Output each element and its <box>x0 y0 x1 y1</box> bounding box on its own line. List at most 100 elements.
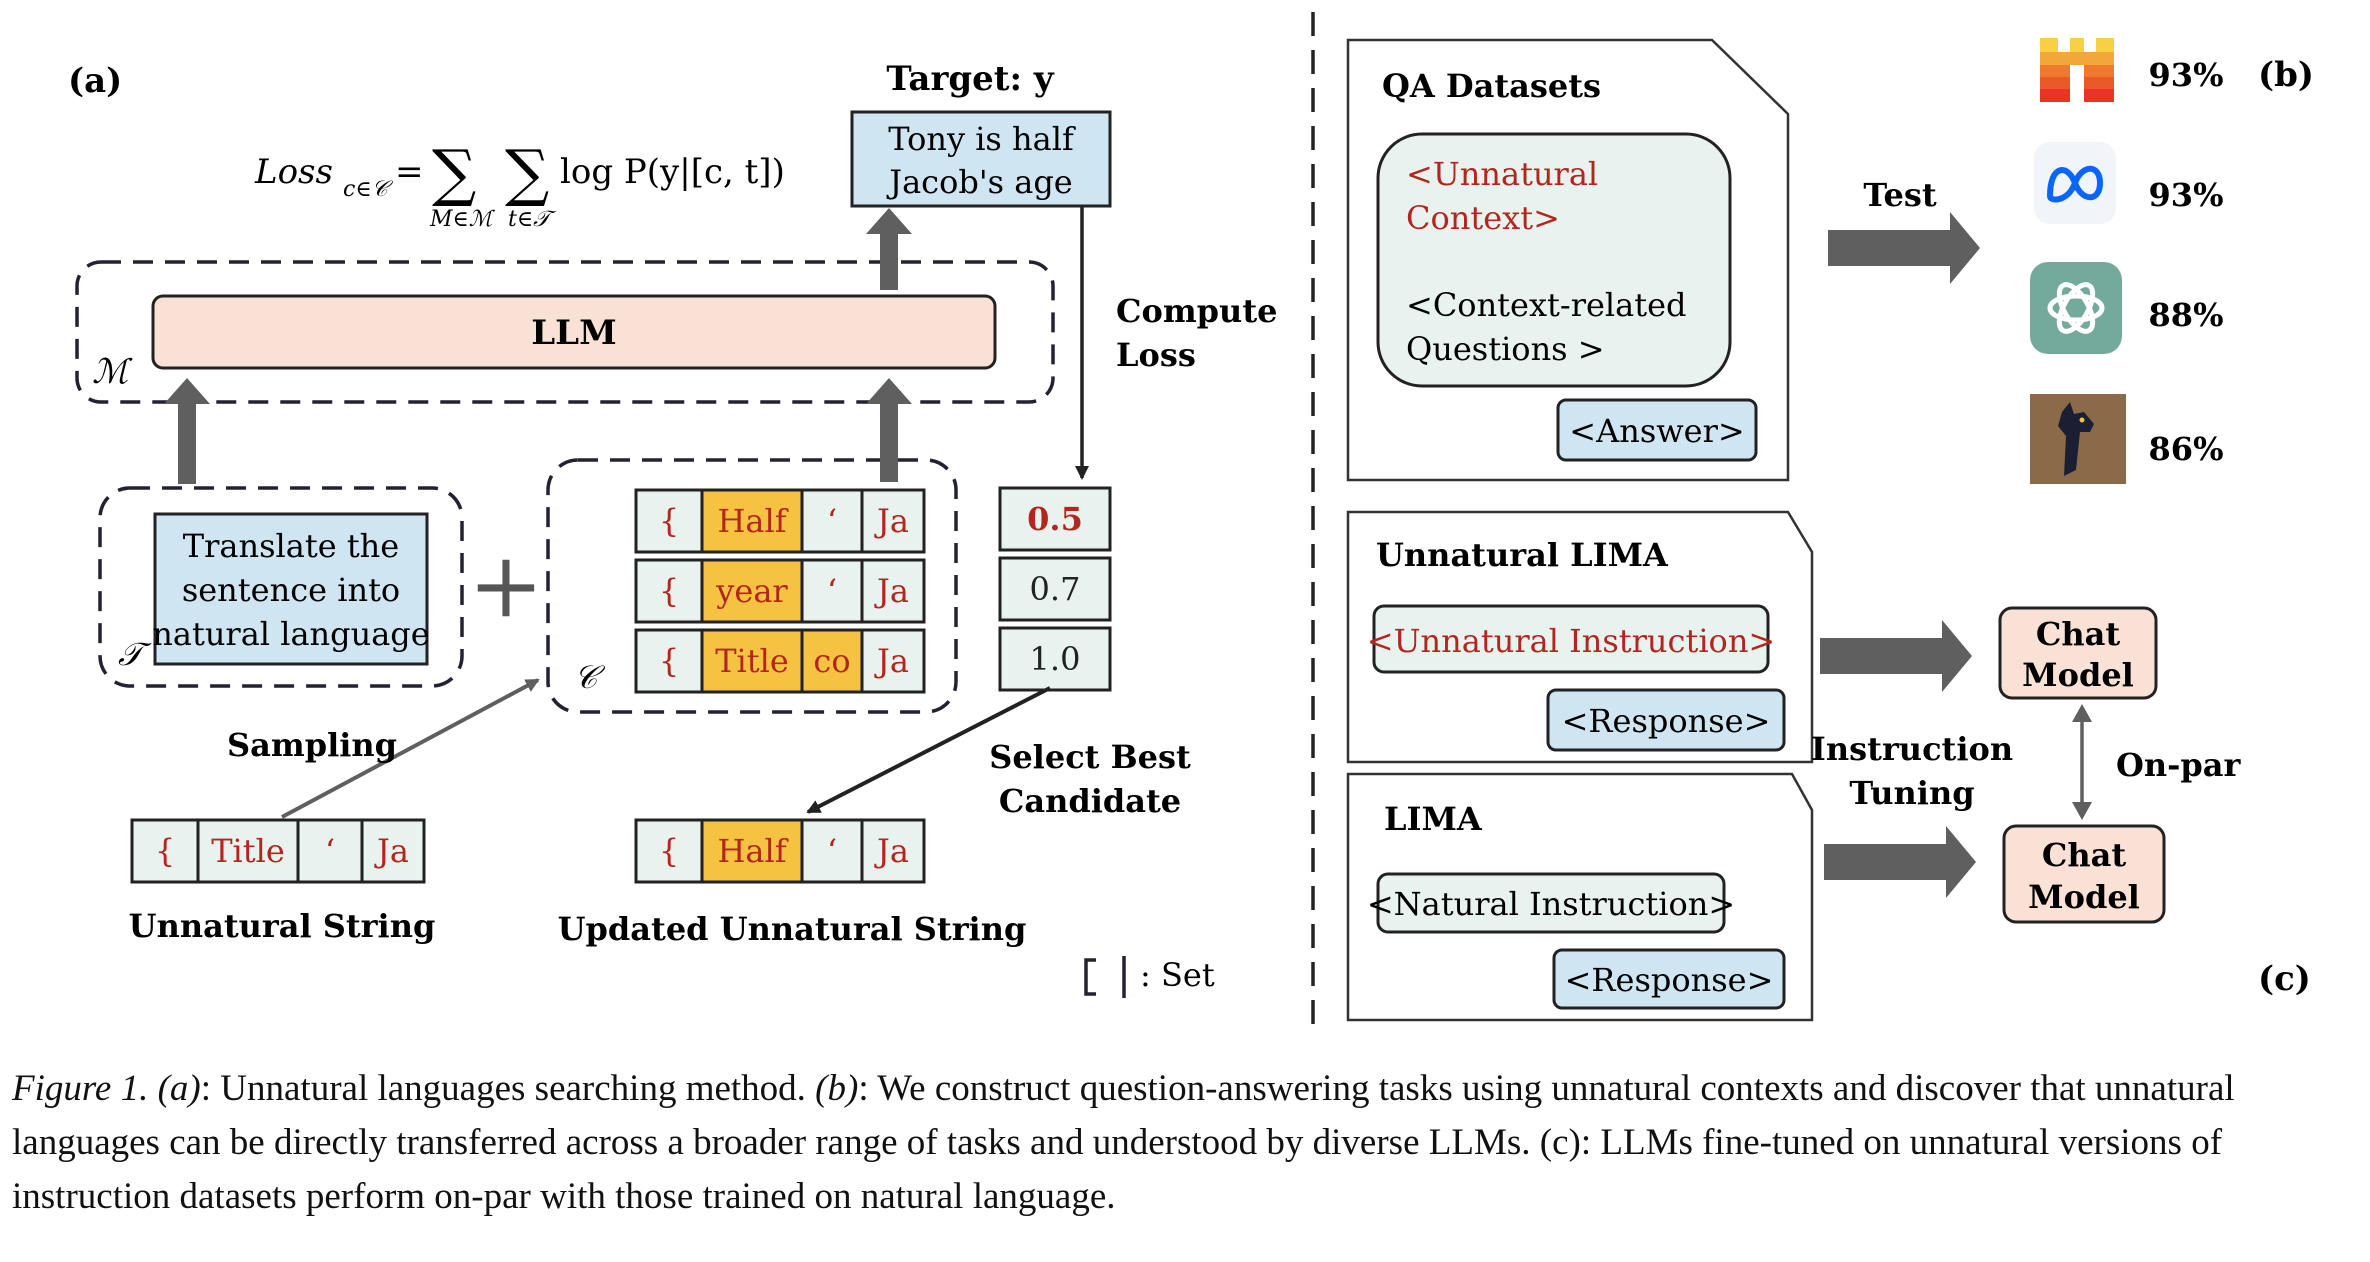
alpaca-logo-icon <box>2030 394 2126 484</box>
token-text: co <box>813 642 850 680</box>
chat-model-box-1 <box>1998 606 2158 700</box>
token-text: Ja <box>874 502 909 540</box>
figure-caption: Figure 1. (a): Unnatural languages searc… <box>12 1062 2362 1224</box>
token-cell <box>360 818 426 884</box>
target-line-2: Jacob's age <box>886 163 1072 201</box>
llm-label: LLM <box>531 313 616 353</box>
target-title: Target: y <box>886 59 1054 99</box>
token-text: Ja <box>374 832 409 870</box>
panel-a-label: (a) <box>68 61 122 101</box>
unnatural-context-line-2: Context> <box>1406 199 1560 237</box>
meta-logo-icon <box>2034 142 2116 224</box>
loss-equals: = <box>395 152 424 192</box>
loss-values-column: 0.50.71.0 <box>998 486 1112 692</box>
response-box-1 <box>1546 688 1786 752</box>
natural-instruction-box <box>1376 872 1726 934</box>
target-box: Tony is half Jacob's age <box>850 110 1112 208</box>
loss-cell <box>998 486 1112 552</box>
unnatural-context-line-1: <Unnatural <box>1406 155 1598 193</box>
select-best-arrow <box>806 686 1051 814</box>
target-line-1: Tony is half <box>888 120 1076 158</box>
figure-diagram: (a) Loss c∈𝒞 = ∑ M∈ℳ ∑ t∈𝒯 log P(y|[c, t… <box>68 12 2314 1036</box>
prompt-line-3: natural language <box>152 615 429 653</box>
set-m-label: ℳ <box>92 352 133 392</box>
token-text: { <box>659 502 679 540</box>
set-m-dashed <box>75 260 1055 404</box>
loss-cell <box>998 556 1112 622</box>
token-cell <box>634 558 704 624</box>
loss-value: 0.7 <box>1030 570 1081 608</box>
loss-cell <box>998 626 1112 692</box>
chat-model-1-line-1: Chat <box>2036 615 2120 653</box>
token-text: ‘ <box>827 572 837 610</box>
loss-rhs: log P(y|[c, t]) <box>560 152 785 192</box>
token-cell <box>700 558 804 624</box>
unnatural-instruction-label: <Unnatural Instruction> <box>1367 622 1775 660</box>
set-legend-icon <box>1084 956 1126 998</box>
caption-fig-label: Figure 1. <box>12 1068 149 1109</box>
prompt-to-llm-arrow <box>164 378 210 484</box>
token-text: Title <box>715 642 789 680</box>
on-par-arrow <box>2072 704 2092 820</box>
unnatural-lima-title: Unnatural LIMA <box>1376 536 1669 574</box>
compute-loss-line-1: Compute <box>1116 292 1277 330</box>
sum-symbol-1: ∑ <box>432 136 476 209</box>
test-label: Test <box>1863 176 1937 214</box>
loss-lhs: Loss <box>254 152 333 192</box>
natural-instruction-label: <Natural Instruction> <box>1367 885 1735 923</box>
token-text: { <box>155 832 175 870</box>
sampling-arrow <box>281 678 540 819</box>
caption-a-label: (a) <box>157 1068 201 1109</box>
qa-datasets-title: QA Datasets <box>1382 67 1601 105</box>
token-text: Ja <box>874 832 909 870</box>
alpaca-pct: 86% <box>2149 430 2224 468</box>
lima-title: LIMA <box>1384 800 1483 838</box>
token-text: Half <box>717 502 788 540</box>
chat-model-2-line-2: Model <box>2028 878 2140 916</box>
token-text: { <box>659 572 679 610</box>
set-c-label: 𝒞 <box>574 658 606 696</box>
qa-context-box <box>1376 132 1732 388</box>
openai-logo-icon <box>2030 262 2122 354</box>
sum-symbol-2: ∑ <box>505 136 549 209</box>
token-text: Title <box>211 832 285 870</box>
loss-subscript: c∈𝒞 <box>343 177 394 202</box>
token-cell <box>800 488 864 554</box>
panel-b-label: (b) <box>2258 55 2314 95</box>
token-text: ‘ <box>827 502 837 540</box>
set-c-dashed <box>546 458 958 714</box>
caption-b-text: : We construct question-answering tasks … <box>12 1068 2235 1217</box>
token-text: ‘ <box>827 832 837 870</box>
prompt-line-2: sentence into <box>182 571 400 609</box>
loss-value: 0.5 <box>1027 500 1083 538</box>
meta-pct: 93% <box>2149 176 2224 214</box>
token-cell <box>800 628 864 694</box>
token-cell <box>634 488 704 554</box>
set-t-label: 𝒯 <box>118 635 152 673</box>
token-cell <box>700 818 804 884</box>
sum-2-subscript: t∈𝒯 <box>508 207 557 232</box>
token-cell <box>860 488 926 554</box>
set-legend-label: : Set <box>1140 956 1215 994</box>
token-cell <box>130 818 200 884</box>
token-text: Ja <box>874 642 909 680</box>
on-par-label: On-par <box>2116 746 2242 784</box>
test-arrow <box>1828 212 1980 284</box>
token-cell <box>700 628 804 694</box>
natural-tuning-arrow <box>1824 826 1976 898</box>
updated-string-row: {Half‘Ja <box>634 818 926 884</box>
token-text: { <box>659 642 679 680</box>
mistral-logo-icon <box>2040 38 2114 102</box>
candidates-to-llm-arrow <box>866 378 912 482</box>
token-cell <box>860 558 926 624</box>
caption-a-text: : Unnatural languages searching method. <box>200 1068 816 1109</box>
openai-pct: 88% <box>2149 296 2224 334</box>
llm-to-target-arrow <box>866 208 912 290</box>
unnatural-string-label: Unnatural String <box>129 907 436 945</box>
instruction-tuning-line-2: Tuning <box>1849 774 1974 812</box>
response-box-2 <box>1552 948 1786 1010</box>
select-best-line-2: Candidate <box>999 782 1181 820</box>
token-text: { <box>659 832 679 870</box>
chat-model-box-2 <box>2002 824 2166 924</box>
